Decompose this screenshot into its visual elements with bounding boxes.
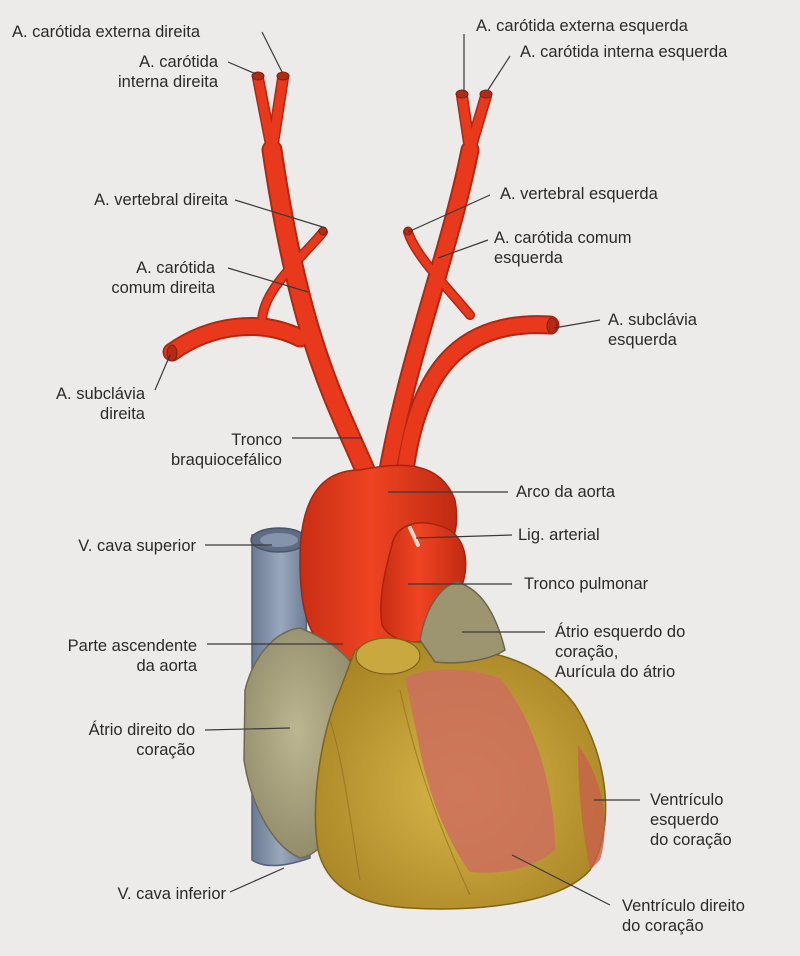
label-tronco-braquiocefalico: Tronco braquiocefálico bbox=[171, 431, 282, 469]
label-carotida-externa-esquerda: A. carótida externa esquerda bbox=[476, 17, 688, 35]
label-subclavia-esquerda: A. subclávia esquerda bbox=[608, 311, 697, 349]
label-carotida-externa-direita: A. carótida externa direita bbox=[12, 23, 201, 41]
label-subclavia-direita: A. subclávia direita bbox=[56, 385, 145, 423]
label-ventriculo-direito: Ventrículo direito do coração bbox=[622, 897, 745, 935]
label-cava-inferior: V. cava inferior bbox=[117, 885, 226, 903]
leader-lines bbox=[154, 31, 640, 906]
label-atrio-direito: Átrio direito do coração bbox=[88, 721, 195, 759]
label-tronco-pulmonar: Tronco pulmonar bbox=[524, 575, 649, 593]
ventricles bbox=[314, 637, 607, 910]
label-parte-ascendente-aorta: Parte ascendente da aorta bbox=[67, 637, 197, 675]
label-lig-arterial: Lig. arterial bbox=[518, 526, 600, 544]
label-cava-superior: V. cava superior bbox=[78, 537, 196, 555]
label-arco-aorta: Arco da aorta bbox=[516, 483, 616, 501]
label-atrio-esquerdo: Átrio esquerdo do coração, Aurícula do á… bbox=[555, 623, 686, 681]
label-carotida-comum-esquerda: A. carótida comum esquerda bbox=[494, 229, 632, 267]
label-carotida-comum-direita: A. carótida comum direita bbox=[111, 259, 215, 297]
left-auricle bbox=[419, 581, 506, 664]
arterial-tree bbox=[162, 71, 560, 481]
label-carotida-interna-esquerda: A. carótida interna esquerda bbox=[520, 43, 728, 61]
label-vertebral-esquerda: A. vertebral esquerda bbox=[500, 185, 658, 203]
label-ventriculo-esquerdo: Ventrículo esquerdo do coração bbox=[650, 791, 732, 849]
label-vertebral-direita: A. vertebral direita bbox=[94, 191, 228, 209]
label-carotida-interna-direita: A. carótida interna direita bbox=[118, 53, 218, 91]
